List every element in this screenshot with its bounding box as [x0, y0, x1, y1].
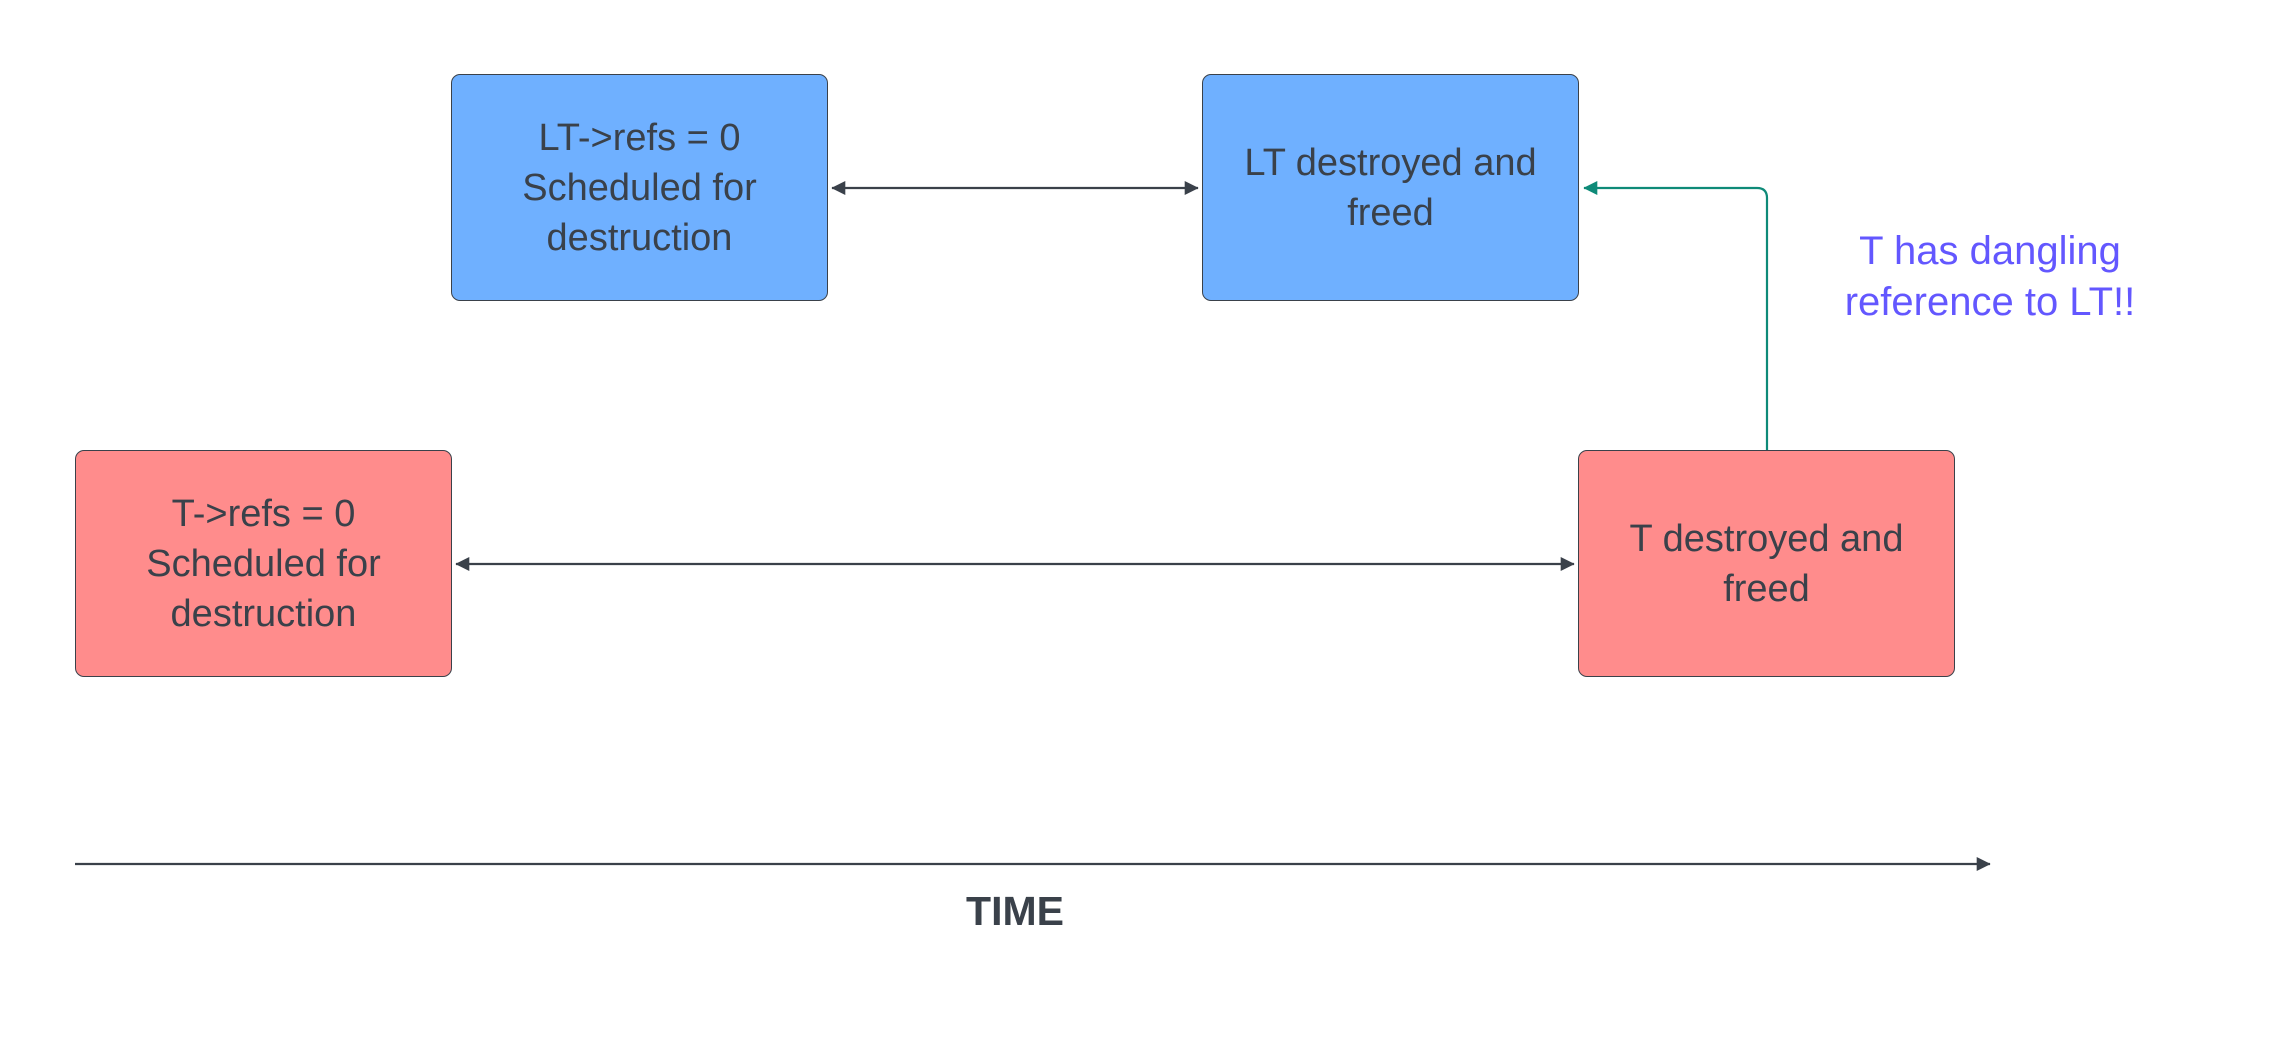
lt-destroyed-label: LT destroyed and freed: [1244, 141, 1537, 234]
lt-scheduled-destruction-box: LT->refs = 0 Scheduled for destruction: [451, 74, 828, 301]
t-scheduled-destruction-label: T->refs = 0 Scheduled for destruction: [146, 492, 381, 635]
t-destroyed-label: T destroyed and freed: [1629, 517, 1904, 610]
lt-destroyed-box: LT destroyed and freed: [1202, 74, 1579, 301]
time-axis-label: TIME: [966, 888, 1064, 934]
lt-scheduled-destruction-label: LT->refs = 0 Scheduled for destruction: [522, 116, 757, 259]
t-destroyed-box: T destroyed and freed: [1578, 450, 1955, 677]
dangling-reference-arrow: [1583, 181, 1769, 450]
dangling-reference-annotation: T has dangling reference to LT!!: [1844, 229, 2136, 324]
t-scheduled-destruction-box: T->refs = 0 Scheduled for destruction: [75, 450, 452, 677]
